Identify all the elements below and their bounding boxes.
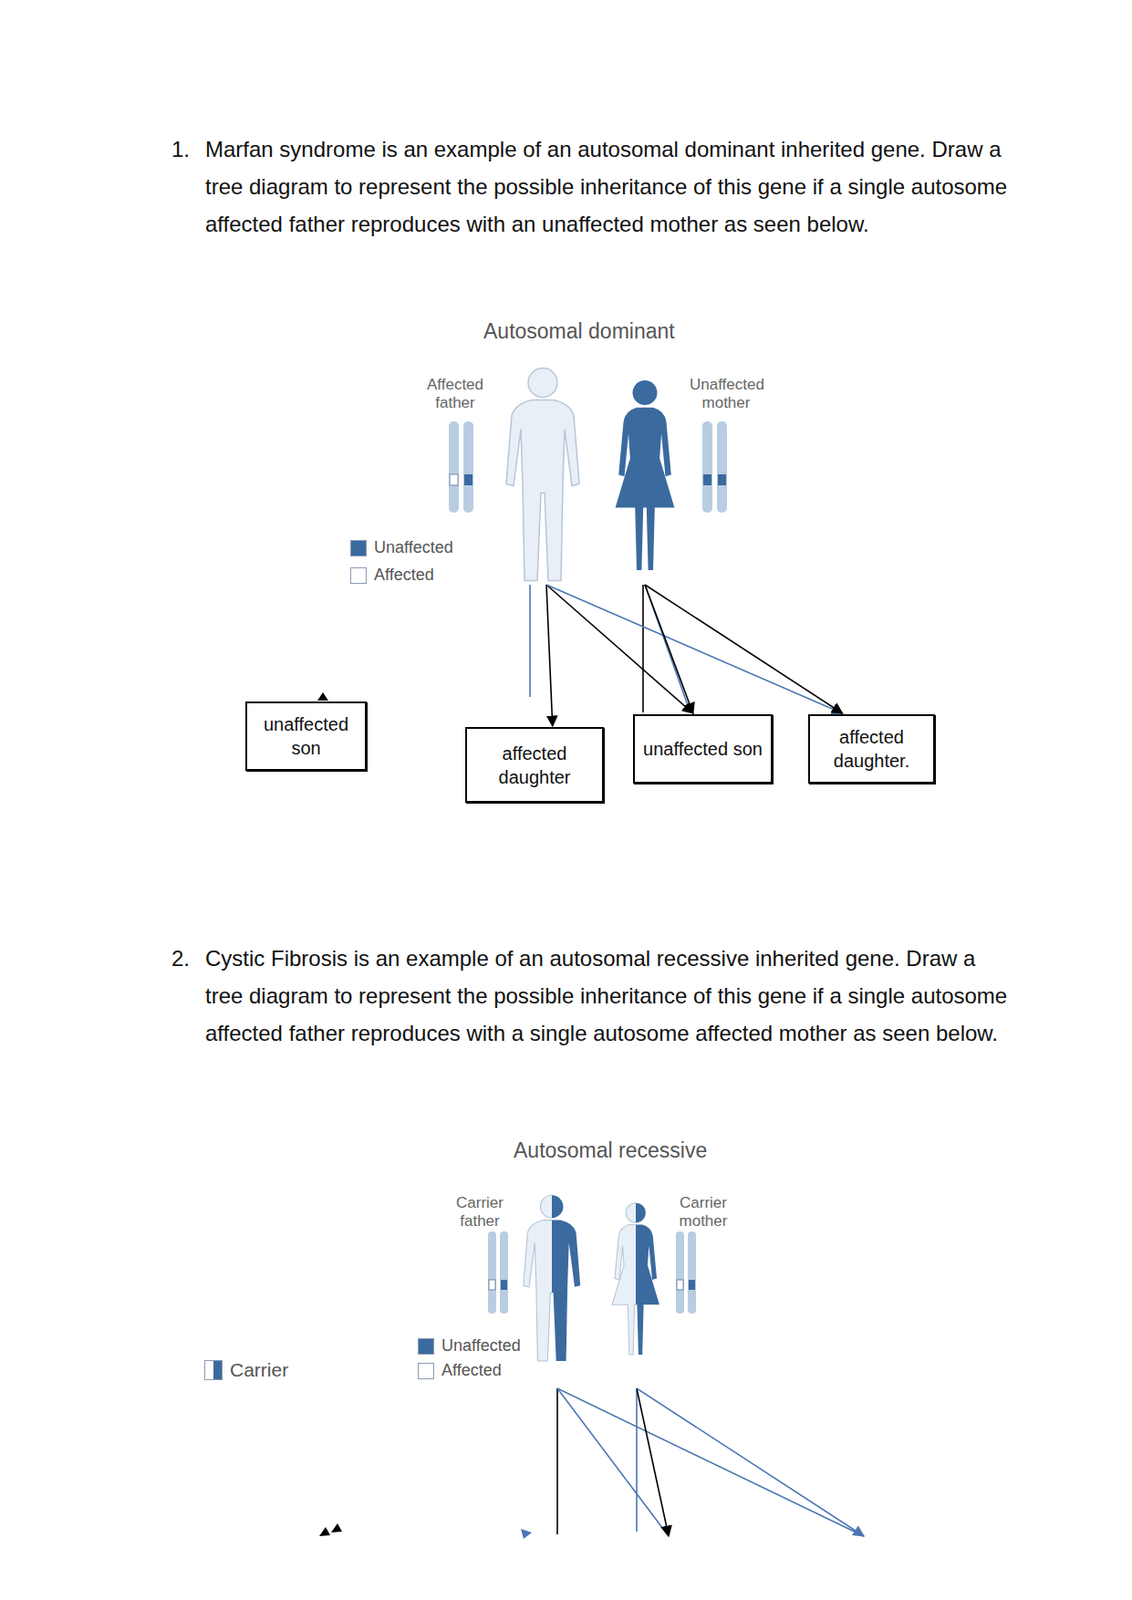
box-label: unaffected son [254,712,358,760]
figure-title: Autosomal dominant [483,319,676,344]
inheritance-arrow [546,584,694,714]
inheritance-arrow [644,584,694,714]
legend-swatch [417,1362,435,1380]
figure-label: Carrier father [448,1194,511,1231]
legend-item: Affected [417,1360,502,1381]
inheritance-arrow [546,584,553,727]
offspring-box: unaffected son [245,701,367,771]
legend-swatch [417,1338,435,1355]
legend-swatch [350,567,367,584]
mother-figure: Carrier mother [602,1178,669,1379]
figure-title: Autosomal recessive [513,1138,707,1164]
inheritance-arrow [644,584,843,714]
box-label: affected daughter [474,741,595,790]
legend-swatch [350,540,367,557]
question-number: 1. [171,130,190,168]
father-figure: Carrier father [516,1178,588,1379]
offspring-box: affected daughter. [808,714,935,784]
figure-label: Unaffected mother [689,375,763,413]
legend-text: Unaffected [373,538,454,558]
inheritance-arrow [546,584,843,714]
legend-item: Unaffected [417,1336,521,1356]
figure-label: Carrier mother [672,1194,735,1231]
figure-label: Affected father [418,375,492,413]
legend-item: Unaffected [350,538,454,558]
legend-text: Affected [441,1360,502,1381]
box-label: affected daughter. [817,725,926,773]
mother-figure: Unaffected mother [603,364,686,585]
legend-item: Carrier [204,1359,289,1382]
question-number: 2. [171,939,190,977]
question-text: Cystic Fibrosis is an example of an auto… [205,939,1008,1052]
question-text: Marfan syndrome is an example of an auto… [205,130,1008,243]
legend-item: Affected [350,565,435,585]
box-label: unaffected son [643,737,763,761]
legend-text: Carrier [229,1359,289,1382]
father-figure: Affected father [497,364,589,585]
legend-text: Unaffected [441,1336,521,1356]
offspring-box: affected daughter [465,726,604,803]
offspring-box: unaffected son [633,714,773,784]
legend-swatch [204,1360,223,1381]
legend-text: Affected [373,565,435,585]
